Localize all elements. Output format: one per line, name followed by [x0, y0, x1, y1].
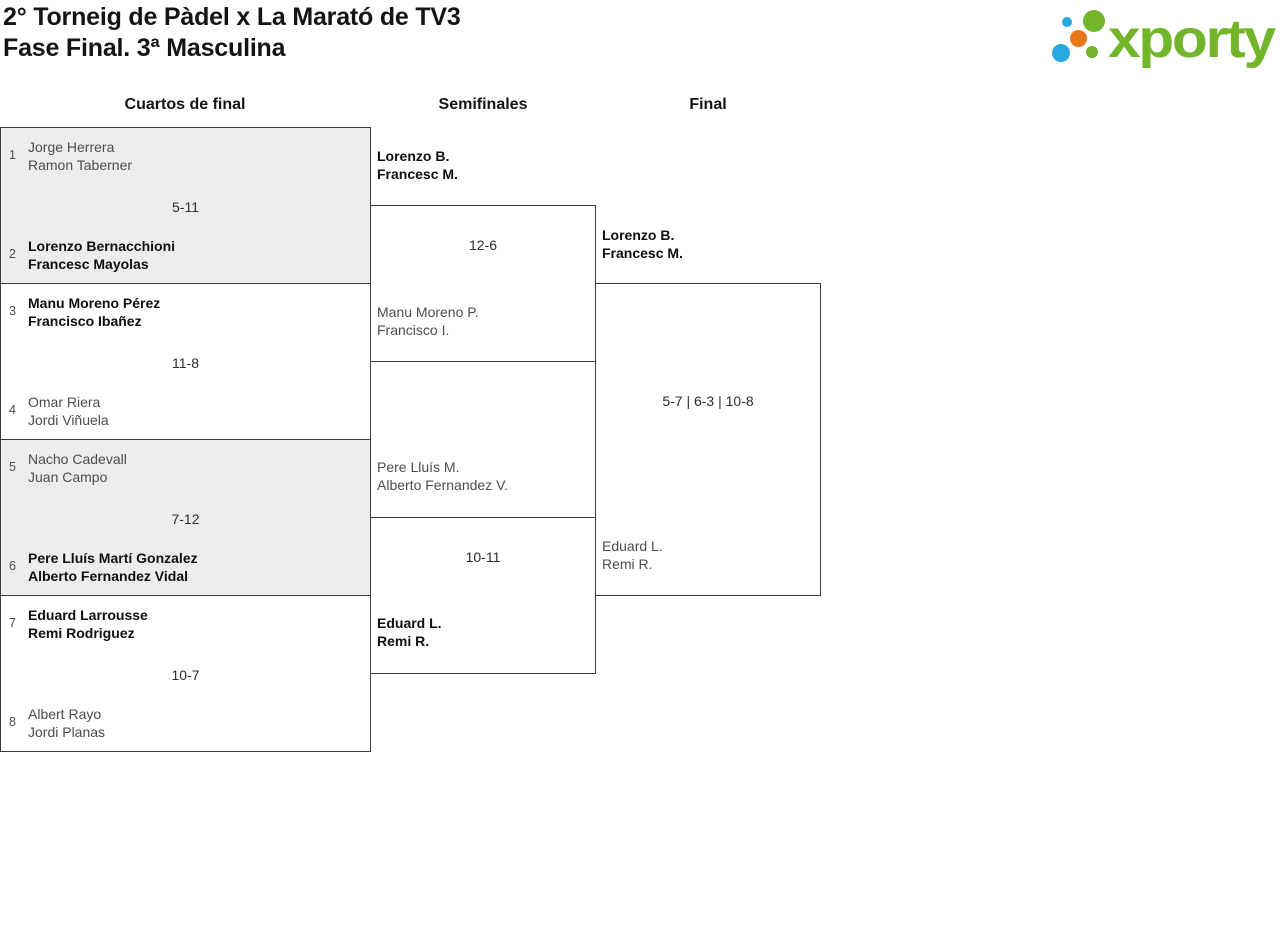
player-name: Francesc M.: [602, 245, 683, 261]
player-name: Eduard L.: [602, 538, 663, 554]
round-header-quarterfinals: Cuartos de final: [124, 96, 246, 113]
player-name: Eduard L.: [377, 615, 442, 631]
page-title: 2° Torneig de Pàdel x La Marató de TV3 F…: [3, 2, 461, 64]
team-pair: Lorenzo B. Francesc M.: [602, 226, 683, 262]
player-name: Pere Lluís Martí Gonzalez: [28, 550, 198, 566]
match-score: 10-11: [465, 549, 501, 565]
match-score: 11-8: [172, 355, 199, 371]
logo-dot-icon: [1062, 17, 1072, 27]
player-name: Francesc Mayolas: [28, 256, 149, 272]
match-score: 10-7: [171, 667, 200, 683]
player-name: Jordi Planas: [28, 724, 106, 740]
match-box-quarterfinal-3[interactable]: 5 Nacho Cadevall Juan Campo 7-12 Pere Ll…: [0, 439, 371, 596]
logo-dot-icon: [1070, 30, 1087, 47]
seed-number: 1: [9, 148, 16, 162]
round-header-semifinals: Semifinales: [438, 96, 528, 113]
team-pair: Albert Rayo Jordi Planas: [28, 705, 105, 741]
player-name: Lorenzo Bernacchioni: [28, 238, 176, 254]
team-pair: Jorge Herrera Ramon Taberner: [28, 138, 132, 174]
xporty-wordmark: xporty: [1108, 9, 1278, 69]
player-name: Francesc M.: [377, 166, 458, 182]
seed-number: 7: [9, 616, 16, 630]
team-pair: Manu Moreno P. Francisco I.: [377, 303, 479, 339]
player-name: Eduard Larrousse: [28, 607, 148, 623]
player-name: Francisco I.: [377, 322, 450, 338]
player-name: Alberto Fernandez Vidal: [28, 568, 188, 584]
team-pair: Eduard L. Remi R.: [377, 614, 442, 650]
team-pair: Pere Lluís M. Alberto Fernandez V.: [377, 458, 508, 494]
seed-number: 2: [9, 247, 16, 261]
player-name: Manu Moreno P.: [377, 304, 479, 320]
seed-number: 6: [9, 559, 16, 573]
team-pair: Manu Moreno Pérez Francisco Ibañez: [28, 294, 160, 330]
match-box-final[interactable]: [595, 283, 821, 596]
player-name: Manu Moreno Pérez: [28, 295, 161, 311]
team-pair: Pere Lluís Martí Gonzalez Alberto Fernan…: [28, 549, 198, 585]
match-score: 5-7 | 6-3 | 10-8: [662, 393, 754, 409]
player-name: Jorge Herrera: [28, 139, 115, 155]
xporty-logo-link[interactable]: xporty: [1048, 0, 1278, 72]
team-pair: Omar Riera Jordi Viñuela: [28, 393, 109, 429]
team-pair: Eduard Larrousse Remi Rodriguez: [28, 606, 148, 642]
player-name: Lorenzo B.: [377, 148, 450, 164]
player-name: Juan Campo: [28, 469, 108, 485]
xporty-wordmark-text: xporty: [1108, 9, 1276, 69]
player-name: Nacho Cadevall: [28, 451, 127, 467]
tournament-name: 2° Torneig de Pàdel x La Marató de TV3: [3, 3, 461, 31]
match-box-quarterfinal-1[interactable]: 1 Jorge Herrera Ramon Taberner 5-11 Lore…: [0, 127, 371, 284]
match-score: 7-12: [171, 511, 200, 527]
match-box-quarterfinal-2[interactable]: 3 Manu Moreno Pérez Francisco Ibañez 11-…: [0, 283, 371, 440]
player-name: Ramon Taberner: [28, 157, 133, 173]
team-pair: Nacho Cadevall Juan Campo: [28, 450, 127, 486]
seed-number: 3: [9, 304, 16, 318]
match-score: 12-6: [468, 237, 498, 253]
round-header-final: Final: [689, 96, 727, 113]
logo-dot-icon: [1083, 10, 1105, 32]
player-name: Francisco Ibañez: [28, 313, 142, 329]
player-name: Jordi Viñuela: [28, 412, 109, 428]
team-pair: Lorenzo Bernacchioni Francesc Mayolas: [28, 237, 175, 273]
match-score: 5-11: [172, 199, 199, 215]
seed-number: 5: [9, 460, 16, 474]
seed-number: 8: [9, 715, 16, 729]
phase-category: Fase Final. 3ª Masculina: [3, 34, 286, 62]
player-name: Remi R.: [377, 633, 430, 649]
match-box-semifinal-2[interactable]: [370, 517, 596, 674]
logo-dot-icon: [1052, 44, 1070, 62]
player-name: Alberto Fernandez V.: [377, 477, 509, 493]
match-box-quarterfinal-4[interactable]: 7 Eduard Larrousse Remi Rodriguez 10-7 A…: [0, 595, 371, 752]
player-name: Remi R.: [602, 556, 653, 572]
player-name: Albert Rayo: [28, 706, 102, 722]
player-name: Pere Lluís M.: [377, 459, 460, 475]
player-name: Lorenzo B.: [602, 227, 675, 243]
seed-number: 4: [9, 403, 16, 417]
player-name: Omar Riera: [28, 394, 101, 410]
logo-dot-icon: [1086, 46, 1098, 58]
team-pair: Lorenzo B. Francesc M.: [377, 147, 458, 183]
player-name: Remi Rodriguez: [28, 625, 135, 641]
team-pair: Eduard L. Remi R.: [602, 537, 663, 573]
